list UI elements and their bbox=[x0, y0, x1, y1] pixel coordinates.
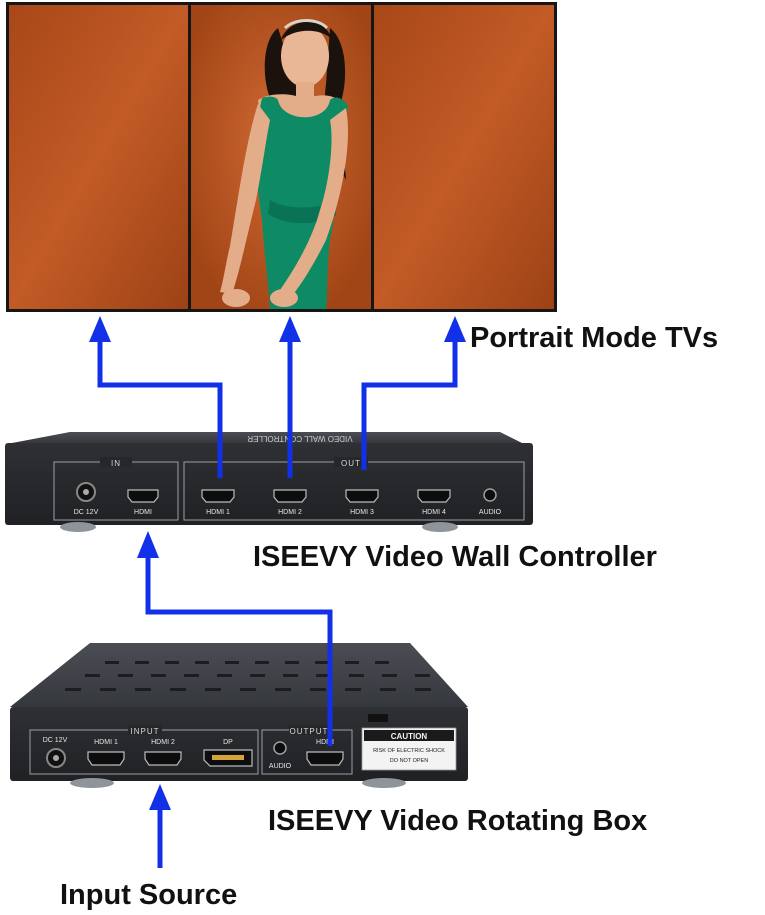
rotating-box-top-surface bbox=[10, 643, 468, 707]
rotating-box-front-panel bbox=[10, 707, 468, 781]
controller-in-label: IN bbox=[111, 459, 121, 468]
controller-out-label: OUT bbox=[341, 459, 361, 468]
arrowhead-left-tv bbox=[89, 316, 111, 342]
woman-figure bbox=[220, 19, 348, 309]
tv-screen-right bbox=[374, 5, 554, 309]
controller-top-text: VIDEO WALL CONTROLLER bbox=[247, 434, 352, 443]
caution-title: CAUTION bbox=[391, 732, 428, 741]
rotating-box-hdmi2-port[interactable] bbox=[144, 751, 182, 766]
arrowhead-center-tv bbox=[279, 316, 301, 342]
caution-line1: RISK OF ELECTRIC SHOCK bbox=[373, 748, 445, 754]
video-rotating-box-device: INPUT DC 12V HDMI 1 HDMI 2 DP OUTPUT AUD… bbox=[10, 643, 468, 788]
rotating-box-hdmi2-label: HDMI 2 bbox=[151, 739, 175, 746]
rotating-box-hdmi-out-label: HDMI bbox=[316, 739, 334, 746]
label-portrait-mode-tvs: Portrait Mode TVs bbox=[470, 322, 718, 354]
path-hdmi3-to-right-tv bbox=[361, 338, 458, 470]
rotating-box-foot-left bbox=[70, 778, 114, 788]
rotating-box-input-label: INPUT bbox=[131, 727, 160, 736]
arrow-heads bbox=[89, 316, 466, 810]
rotating-box-audio-label: AUDIO bbox=[269, 763, 292, 770]
controller-audio-port[interactable] bbox=[483, 488, 497, 502]
rotating-box-hdmi1-label: HDMI 1 bbox=[94, 739, 118, 746]
arrowhead-controller-input bbox=[137, 531, 159, 558]
controller-hdmi-in-label: HDMI bbox=[134, 509, 152, 516]
rotating-box-foot-right bbox=[362, 778, 406, 788]
tv-screen-left bbox=[9, 5, 188, 309]
controller-foot-right bbox=[422, 522, 458, 532]
controller-front-panel bbox=[5, 443, 533, 525]
rotating-box-vents bbox=[65, 661, 431, 691]
controller-audio-label: AUDIO bbox=[479, 509, 502, 516]
label-input-source: Input Source bbox=[60, 879, 237, 911]
label-video-wall-controller: ISEEVY Video Wall Controller bbox=[253, 541, 657, 573]
controller-hdmi3-label: HDMI 3 bbox=[350, 509, 374, 516]
controller-hdmi-in-port[interactable] bbox=[127, 489, 159, 503]
rotating-box-knob[interactable] bbox=[368, 714, 388, 722]
arrowhead-rotating-box-input bbox=[149, 784, 171, 810]
controller-hdmi2-port[interactable] bbox=[273, 489, 307, 503]
rotating-box-hdmi1-port[interactable] bbox=[87, 751, 125, 766]
controller-hdmi1-port[interactable] bbox=[201, 489, 235, 503]
rotating-box-output-label: OUTPUT bbox=[290, 727, 329, 736]
controller-hdmi2-label: HDMI 2 bbox=[278, 509, 302, 516]
path-hdmi1-to-left-tv bbox=[97, 338, 223, 478]
rotating-box-hdmi-out-port[interactable] bbox=[306, 751, 344, 766]
rotating-box-dp-label: DP bbox=[223, 739, 233, 746]
controller-top-surface bbox=[12, 432, 522, 443]
rotating-box-audio-port[interactable] bbox=[273, 741, 287, 755]
signal-paths bbox=[97, 338, 458, 868]
tv-wall bbox=[6, 2, 557, 312]
arrowhead-right-tv bbox=[444, 316, 466, 342]
rotating-box-dc-label: DC 12V bbox=[43, 737, 68, 744]
controller-hdmi3-port[interactable] bbox=[345, 489, 379, 503]
video-wall-controller-device: VIDEO WALL CONTROLLER IN DC 12V HDMI OUT… bbox=[5, 432, 533, 532]
controller-hdmi1-label: HDMI 1 bbox=[206, 509, 230, 516]
controller-hdmi4-label: HDMI 4 bbox=[422, 509, 446, 516]
path-rotating-box-to-controller bbox=[145, 555, 333, 746]
controller-dc-label: DC 12V bbox=[74, 509, 99, 516]
label-video-rotating-box: ISEEVY Video Rotating Box bbox=[268, 805, 647, 837]
controller-hdmi4-port[interactable] bbox=[417, 489, 451, 503]
caution-line2: DO NOT OPEN bbox=[390, 758, 428, 764]
controller-foot-left bbox=[60, 522, 96, 532]
